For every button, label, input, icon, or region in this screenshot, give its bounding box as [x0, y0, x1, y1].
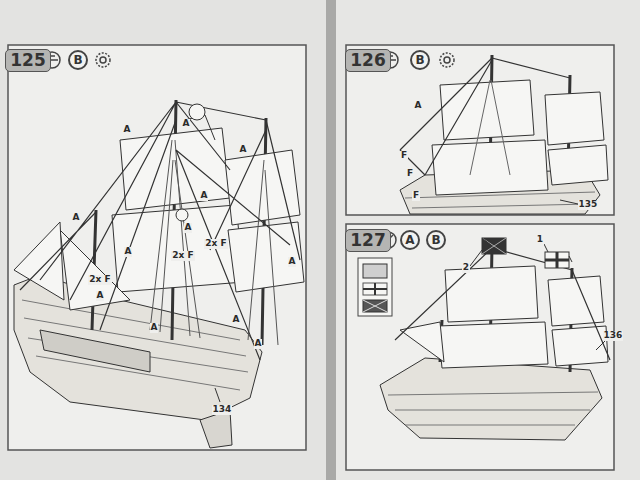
- node-text: 127: [350, 232, 386, 249]
- part-label: A: [288, 257, 297, 267]
- part-label: A: [200, 191, 209, 201]
- part-label: A: [184, 223, 193, 233]
- part-label: 1: [536, 235, 544, 245]
- node-text: B: [431, 234, 440, 246]
- part-label: 136: [603, 331, 624, 341]
- part-label: 2x F: [171, 251, 194, 261]
- part-label: F: [400, 151, 408, 161]
- step-panel: [8, 45, 306, 450]
- part-label: F: [406, 169, 414, 179]
- part-label: 2: [462, 263, 470, 273]
- part-label: A: [72, 213, 81, 223]
- left-page: [0, 0, 328, 480]
- node-text: 126: [350, 52, 386, 69]
- part-label: A: [254, 339, 263, 349]
- step-panel: [346, 224, 614, 470]
- paint-code-circle: B: [426, 230, 446, 250]
- ship-127: [358, 238, 610, 440]
- page-gutter: [326, 0, 336, 480]
- part-label: F: [412, 191, 420, 201]
- paint-code-circle: B: [410, 50, 430, 70]
- step-number: 126: [345, 49, 391, 72]
- node-text: A: [405, 234, 414, 246]
- part-label: 135: [578, 200, 599, 210]
- step-number: 125: [5, 49, 51, 72]
- part-label: A: [96, 291, 105, 301]
- part-label: 134: [212, 405, 233, 415]
- part-label: A: [414, 101, 423, 111]
- step-number: 127: [345, 229, 391, 252]
- leader-line: [215, 200, 578, 402]
- part-label: A: [182, 119, 191, 129]
- step-panel: [346, 45, 614, 215]
- node-text: B: [73, 54, 82, 66]
- part-label: A: [124, 247, 133, 257]
- step-icons: [44, 52, 454, 248]
- part-label: A: [123, 125, 132, 135]
- ship-125: [14, 100, 304, 448]
- node-text: 125: [10, 52, 46, 69]
- paint-code-circle: A: [400, 230, 420, 250]
- part-label: A: [150, 323, 159, 333]
- part-label: 2x F: [204, 239, 227, 249]
- part-label: 2x F: [88, 275, 111, 285]
- paint-code-circle: B: [68, 50, 88, 70]
- node-text: B: [415, 54, 424, 66]
- part-label: A: [232, 315, 241, 325]
- right-page: [334, 0, 640, 480]
- ship-126: [400, 55, 608, 214]
- part-label: A: [239, 145, 248, 155]
